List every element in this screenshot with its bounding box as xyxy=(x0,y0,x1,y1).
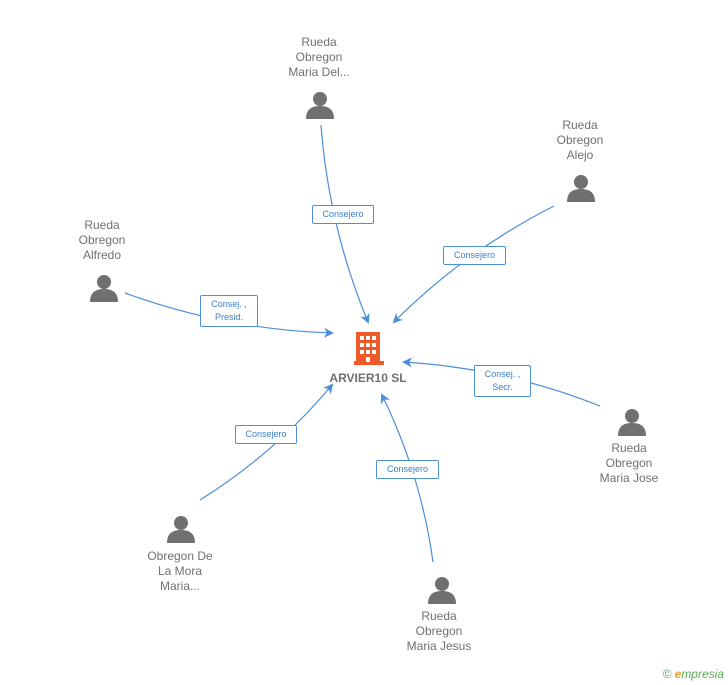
person-name-line: Obregon De xyxy=(147,549,213,563)
role-label[interactable]: Consejero xyxy=(235,425,297,444)
person-icon[interactable] xyxy=(89,273,119,303)
copyright-symbol: © xyxy=(662,667,672,681)
role-label[interactable]: Consejero xyxy=(376,460,439,479)
role-label[interactable]: Consejero xyxy=(312,205,374,224)
person-name-line: Maria... xyxy=(159,579,200,593)
person-name-line: Obregon xyxy=(415,624,463,638)
person-name-line: Rueda xyxy=(301,35,337,49)
person-name-line: La Mora xyxy=(157,564,203,578)
role-label[interactable]: Consej. , Secr. xyxy=(474,365,531,397)
brand-name: mpresia xyxy=(681,667,724,681)
person-icon[interactable] xyxy=(305,90,335,120)
person-icon[interactable] xyxy=(166,514,196,544)
person-name-line: Maria Jesus xyxy=(406,639,472,653)
person-icon[interactable] xyxy=(617,407,647,437)
role-label[interactable]: Consejero xyxy=(443,246,506,265)
company-name[interactable]: ARVIER10 SL xyxy=(329,371,407,385)
building-icon[interactable] xyxy=(352,330,386,366)
person-name-line: Rueda xyxy=(562,118,598,132)
person-name-line: Maria Jose xyxy=(599,471,659,485)
person-icon[interactable] xyxy=(427,575,457,605)
person-name-line: Obregon xyxy=(605,456,653,470)
person-name-line: Alejo xyxy=(566,148,594,162)
brand-watermark: ©empresia xyxy=(663,667,724,681)
person-name-line: Obregon xyxy=(295,50,343,64)
person-icon[interactable] xyxy=(566,173,596,203)
person-name-line: Obregon xyxy=(556,133,604,147)
edge-p1 xyxy=(320,124,370,324)
person-name-line: Rueda xyxy=(84,218,120,232)
person-name-line: Alfredo xyxy=(82,248,122,262)
person-name-line: Obregon xyxy=(78,233,126,247)
brand-initial: e xyxy=(674,667,682,681)
person-name-line: Rueda xyxy=(611,441,647,455)
role-label[interactable]: Consej. , Presid. xyxy=(200,295,258,327)
edge-p5 xyxy=(199,383,334,501)
person-name-line: Maria Del... xyxy=(288,65,350,79)
person-name-line: Rueda xyxy=(421,609,457,623)
